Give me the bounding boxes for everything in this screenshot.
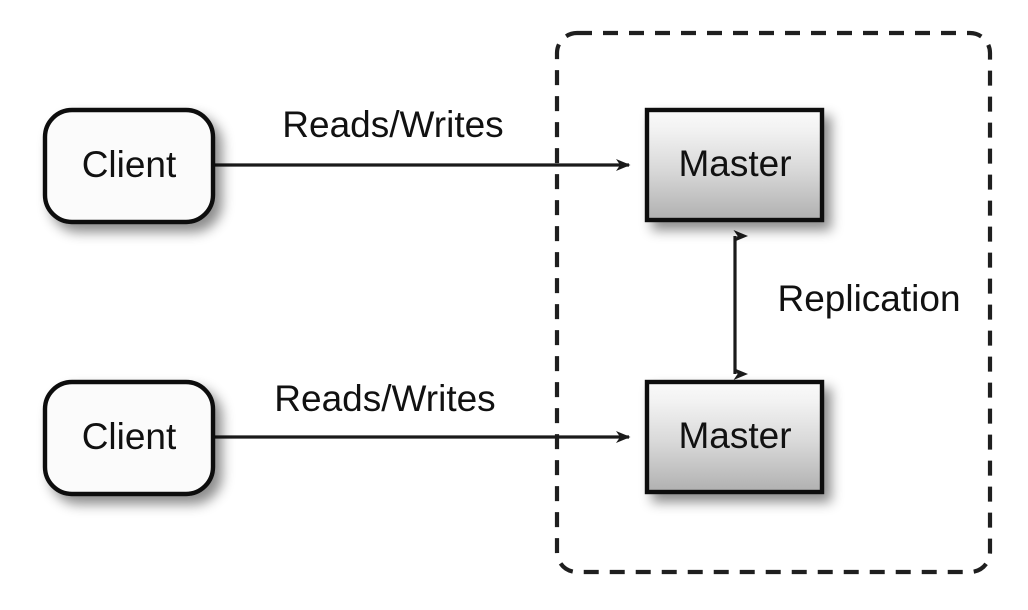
edge-replication: Replication: [733, 230, 961, 380]
master-top-shape[interactable]: [644, 107, 825, 223]
node-master-bottom[interactable]: [644, 379, 825, 495]
node-master-top[interactable]: [644, 107, 825, 223]
edge-reads-writes-bottom: Reads/Writes: [213, 378, 631, 443]
edge-reads-writes-top: Reads/Writes: [213, 104, 631, 171]
node-client-top[interactable]: [42, 107, 216, 225]
edge-label-replication: Replication: [777, 278, 960, 319]
master-cluster-boundary: [554, 30, 993, 575]
client-bottom-shape[interactable]: [42, 379, 216, 497]
node-label-master-bottom: Master: [678, 415, 791, 456]
node-label-client-bottom: Client: [82, 416, 177, 457]
node-label-client-top: Client: [82, 144, 177, 185]
node-label-master-top: Master: [678, 143, 791, 184]
node-client-bottom[interactable]: [42, 379, 216, 497]
master-bottom-shape[interactable]: [644, 379, 825, 495]
edge-label-reads-writes-bottom: Reads/Writes: [274, 378, 495, 419]
edge-label-reads-writes-top: Reads/Writes: [282, 104, 503, 145]
client-top-shape[interactable]: [42, 107, 216, 225]
